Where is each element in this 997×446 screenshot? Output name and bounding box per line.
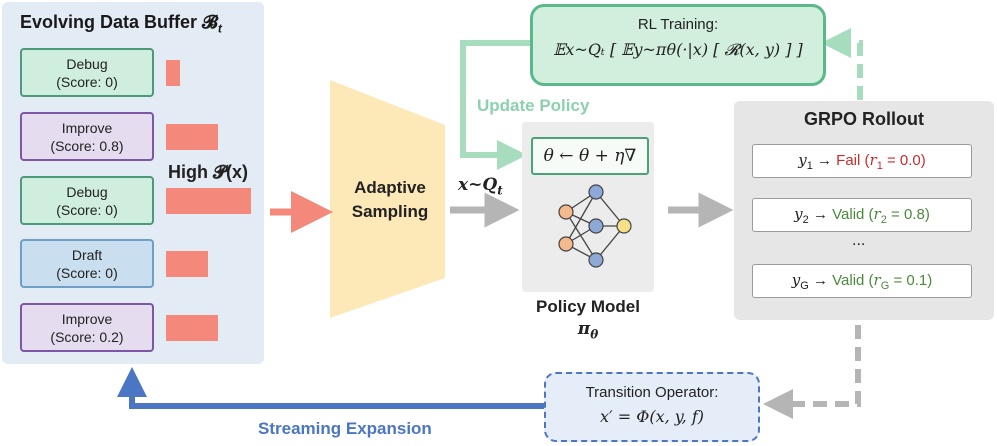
rollout-row: y1 → Fail (r1 = 0.0) xyxy=(752,144,972,178)
priority-bar xyxy=(166,124,218,150)
rl-training-title: RL Training: xyxy=(637,16,719,33)
grpo-rollout-title: GRPO Rollout xyxy=(804,109,924,129)
arrow-streaming-expansion xyxy=(117,367,544,409)
buffer-card-debug: Debug(Score: 0) xyxy=(20,176,154,225)
update-policy-label: Update Policy xyxy=(477,96,590,115)
buffer-card-debug: Debug(Score: 0) xyxy=(20,48,154,97)
rl-training-box xyxy=(530,4,826,86)
priority-bar xyxy=(166,251,208,277)
buffer-card-improve: Improve(Score: 0.2) xyxy=(20,303,154,352)
buffer-card-draft: Draft(Score: 0) xyxy=(20,239,154,288)
policy-update-equation: θ ← θ + η∇ xyxy=(531,137,649,175)
transition-formula: x′ = Φ(x, y, f) xyxy=(599,407,705,426)
sampling-arrow-label: x~Qt xyxy=(458,175,503,198)
transition-operator-title: Transition Operator: xyxy=(585,384,719,401)
rollout-row: y2 → Valid (r2 = 0.8) xyxy=(752,198,972,232)
buffer-card-improve: Improve(Score: 0.8) xyxy=(20,112,154,161)
streaming-expansion-label: Streaming Expansion xyxy=(258,419,432,438)
rollout-row: yG → Valid (rG = 0.1) xyxy=(752,264,972,298)
arrow-grpo-to-rl xyxy=(821,28,863,100)
rollout-ellipsis: ... xyxy=(852,232,866,249)
policy-model-title: Policy Model πθ xyxy=(536,297,640,342)
high-priority-label: High 𝓟(x) xyxy=(168,162,248,182)
arrow-grpo-to-transition xyxy=(763,325,861,419)
neural-network-icon xyxy=(558,184,632,268)
priority-bar xyxy=(166,188,251,214)
priority-bar xyxy=(166,60,180,86)
sampling-funnel xyxy=(330,80,445,318)
transition-operator-box xyxy=(544,372,760,442)
buffer-title: Evolving Data Buffer 𝓑t xyxy=(20,12,222,36)
arrow-update-policy xyxy=(460,40,530,170)
priority-bar xyxy=(166,315,218,341)
rl-objective-formula: 𝔼x~Qₜ [ 𝔼y~πθ(·|x) [ 𝓡(x, y) ] ] xyxy=(553,40,803,59)
